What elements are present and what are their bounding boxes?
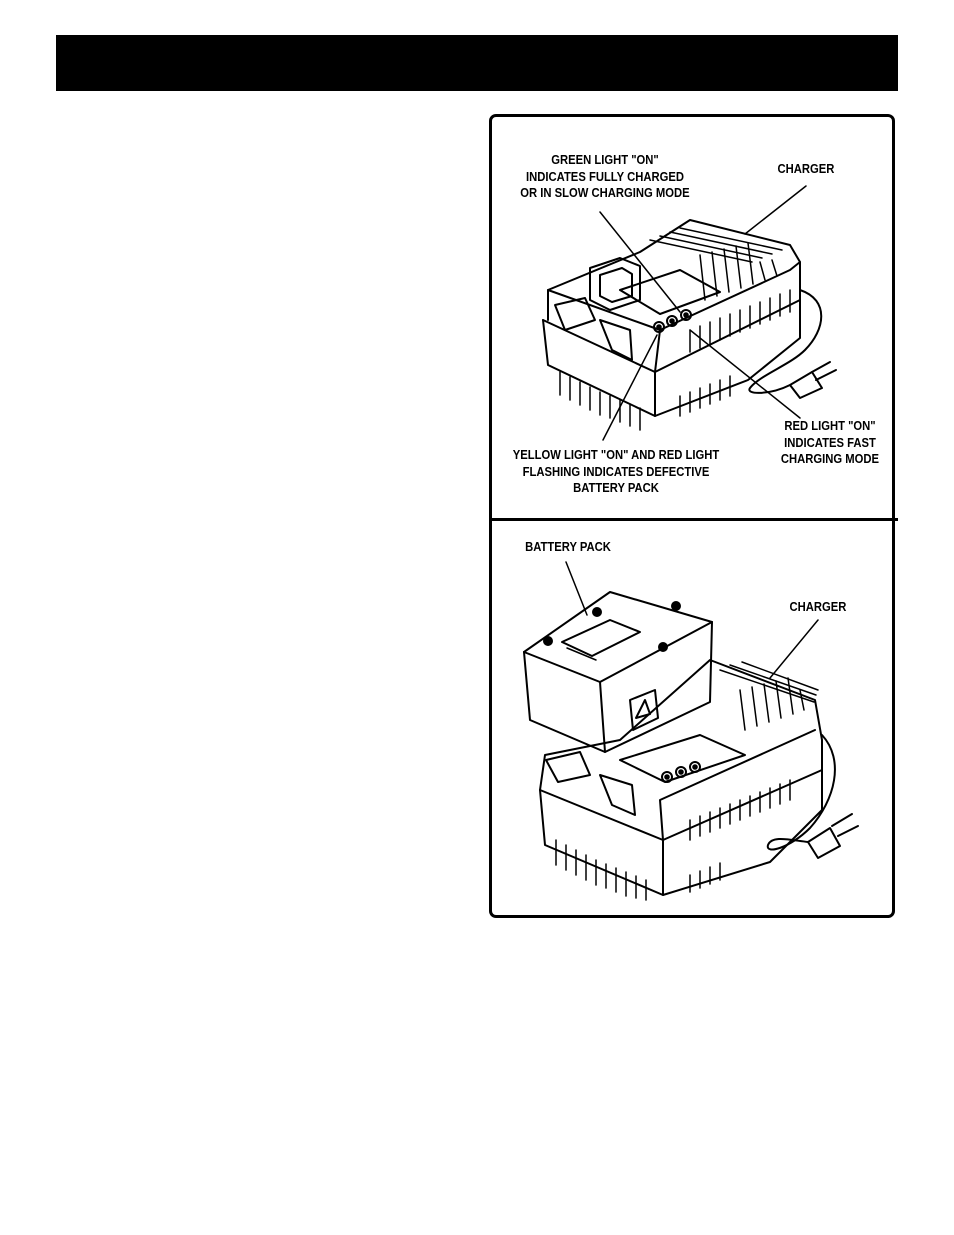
callout-red-light: RED LIGHT "ON" INDICATES FAST CHARGING M… <box>780 419 880 466</box>
callout-green-light: GREEN LIGHT "ON" INDICATES FULLY CHARGED… <box>520 153 690 200</box>
section-header-bar <box>56 35 898 91</box>
callout-yellow-light: YELLOW LIGHT "ON" AND RED LIGHT FLASHING… <box>512 448 720 495</box>
charger-top-illustration <box>542 185 837 441</box>
callout-battery-pack: BATTERY PACK <box>525 540 611 554</box>
charger-bottom-illustration <box>523 561 859 901</box>
callout-charger-top: CHARGER <box>777 162 835 176</box>
callout-charger-bottom: CHARGER <box>789 600 847 614</box>
panel-divider <box>489 518 898 521</box>
figure-panel <box>489 114 895 918</box>
